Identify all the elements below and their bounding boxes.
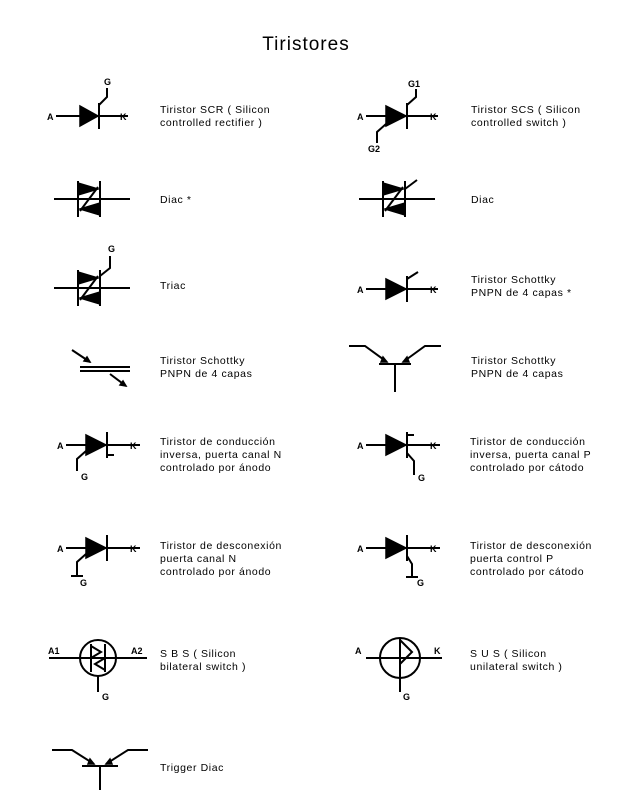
terminal-a-label: A [357, 285, 364, 295]
terminal-a-label: A [357, 441, 364, 451]
terminal-g-label: G [403, 692, 410, 702]
terminal-k-label: K [430, 441, 437, 451]
scr-symbol: A K G [47, 77, 128, 129]
gto-p-symbol: A K G [357, 535, 440, 588]
terminal-a-label: A [355, 646, 362, 656]
terminal-k-label: K [130, 544, 137, 554]
schottky-transistor-symbol [349, 345, 441, 392]
rct-n-symbol: A K G [57, 432, 140, 482]
sus-symbol: A K G [355, 637, 442, 702]
schottky-symbol [71, 349, 130, 388]
label-diac-star: Diac * [160, 194, 192, 206]
terminal-a-label: A [357, 112, 364, 122]
terminal-g-label: G [102, 692, 109, 702]
terminal-k-label: K [130, 441, 137, 451]
terminal-g-label: G [104, 77, 111, 87]
terminal-g-label: G [80, 578, 87, 588]
terminal-k-label: K [430, 112, 437, 122]
diac-symbol [359, 179, 435, 217]
schottky-star-symbol: A K [357, 271, 438, 302]
terminal-a-label: A [57, 544, 64, 554]
terminal-a-label: A [57, 441, 64, 451]
terminal-g-label: G [418, 473, 425, 483]
terminal-g-label: G [417, 578, 424, 588]
page-title: Tiristores [262, 34, 350, 55]
gto-n-symbol: A K G [57, 535, 140, 588]
scs-symbol: A K G1 G2 [357, 79, 438, 154]
label-triac: Triac [160, 280, 186, 292]
terminal-a2-label: A2 [131, 646, 143, 656]
triac-symbol: G [54, 244, 130, 306]
terminal-k-label: K [120, 112, 127, 122]
trigger-diac-symbol [52, 749, 148, 790]
terminal-k-label: K [430, 544, 437, 554]
terminal-a-label: A [357, 544, 364, 554]
terminal-g2-label: G2 [368, 144, 380, 154]
terminal-a1-label: A1 [48, 646, 60, 656]
label-trigger-diac: Trigger Diac [160, 762, 224, 774]
label-diac: Diac [471, 194, 495, 206]
diac-star-symbol [54, 181, 130, 217]
terminal-a-label: A [47, 112, 54, 122]
terminal-k-label: K [434, 646, 441, 656]
terminal-k-label: K [430, 285, 437, 295]
terminal-g-label: G [81, 472, 88, 482]
sbs-symbol: A1 A2 G [48, 639, 147, 702]
rct-p-symbol: A K G [357, 432, 440, 483]
terminal-g1-label: G1 [408, 79, 420, 89]
terminal-g-label: G [108, 244, 115, 254]
